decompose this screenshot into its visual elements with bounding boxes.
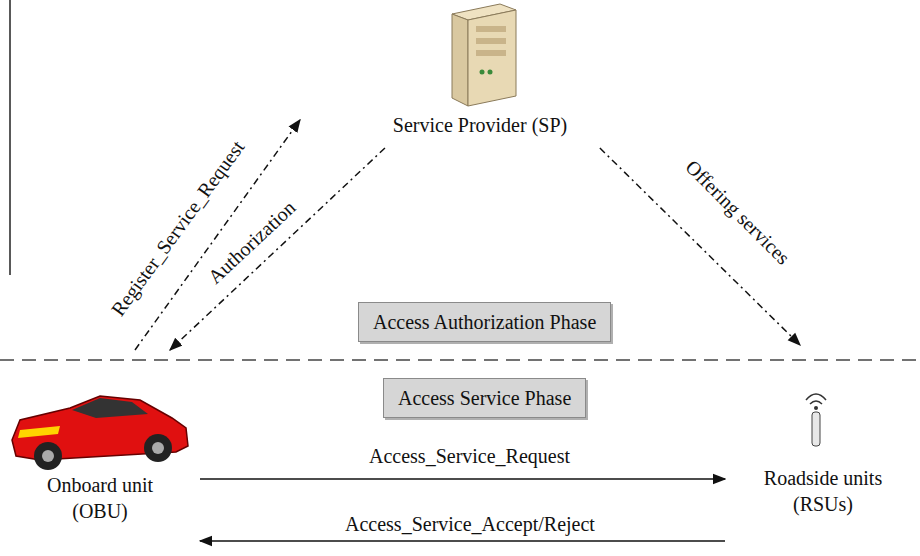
entity-node: Service Provider (SP): [300, 0, 660, 148]
flow-arrow: [200, 478, 725, 480]
entity-node: Roadside units (RSUs): [725, 345, 920, 550]
phase-box: Access Service Phase: [383, 378, 586, 418]
edge-label: Access_Service_Request: [367, 445, 572, 467]
edge-label: Authorization: [202, 195, 301, 290]
edge-label: Offering services: [680, 154, 796, 270]
car-icon: [12, 396, 188, 470]
node-label: Service Provider (SP): [310, 112, 650, 138]
server-icon: [452, 4, 516, 106]
margin-line: [9, 0, 11, 275]
edge-label: Access_Service_Accept/Reject: [343, 513, 597, 535]
node-label: Roadside units (RSUs): [748, 465, 898, 517]
node-label: Onboard unit (OBU): [35, 472, 165, 524]
edge-label: Register_Service_Request: [105, 135, 249, 322]
phase-box: Access Authorization Phase: [358, 302, 611, 342]
flow-arrow: [200, 540, 725, 542]
entity-node: Onboard unit (OBU): [0, 350, 200, 555]
phase-divider: [0, 359, 920, 361]
antenna-icon: [806, 394, 826, 446]
node-label: Access Service Phase: [398, 385, 571, 411]
flow-arrow: [600, 148, 800, 345]
node-label: Access Authorization Phase: [373, 309, 596, 335]
